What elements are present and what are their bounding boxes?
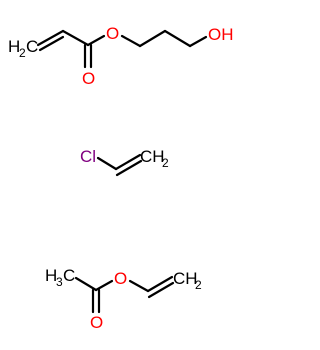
atom-carbonyl-oxygen: O <box>90 313 103 332</box>
bond-vinyl-double-a <box>146 275 174 293</box>
bond-vinyl-double-a <box>36 29 65 47</box>
atom-ch2-c: CH <box>173 269 198 288</box>
atom-h3c-subscript: 3 <box>56 275 63 289</box>
bond-vinyl-double-b <box>38 35 65 52</box>
atom-hydroxyl: OH <box>208 25 234 44</box>
atom-h2c-h: H <box>8 37 20 56</box>
bond-vinyl-double-b <box>147 281 175 299</box>
bond-c1-c2 <box>138 29 167 48</box>
molecule-vinyl-chloride: Cl CH 2 <box>80 147 169 177</box>
bond-o-vinyl <box>128 279 150 293</box>
atom-ch2-subscript: 2 <box>162 156 169 170</box>
bond-methyl-carbonyl <box>74 276 98 292</box>
bond-c2-c3 <box>163 29 192 48</box>
atom-h3c-c: C <box>63 266 75 285</box>
molecule-hydroxypropyl-acrylate: H 2 C O O OH <box>8 24 234 88</box>
bond-vinyl-double-a <box>114 153 142 171</box>
bond-carbonyl-ester-o <box>94 279 114 292</box>
atom-h2c-subscript: 2 <box>19 46 26 60</box>
chemical-structure-diagram: H 2 C O O OH Cl CH 2 H 3 C <box>8 24 234 332</box>
atom-chlorine: Cl <box>80 147 96 166</box>
atom-ester-oxygen: O <box>114 269 127 288</box>
atom-ch2-subscript: 2 <box>195 278 202 292</box>
bond-vinyl-carbonyl <box>61 29 90 47</box>
molecule-vinyl-acetate: H 3 C O O CH 2 <box>45 266 202 332</box>
bond-c3-oh <box>188 35 208 48</box>
atom-ch2-c: CH <box>140 147 165 166</box>
bond-carbonyl-ester-o <box>86 34 106 47</box>
bond-o-c1 <box>120 34 142 48</box>
atom-h2c-c: C <box>26 37 38 56</box>
atom-h3c-h: H <box>45 266 57 285</box>
bond-cl-c <box>96 156 118 171</box>
atom-carbonyl-oxygen: O <box>82 69 95 88</box>
bond-vinyl-double-b <box>115 159 143 177</box>
atom-ester-oxygen: O <box>106 24 119 43</box>
